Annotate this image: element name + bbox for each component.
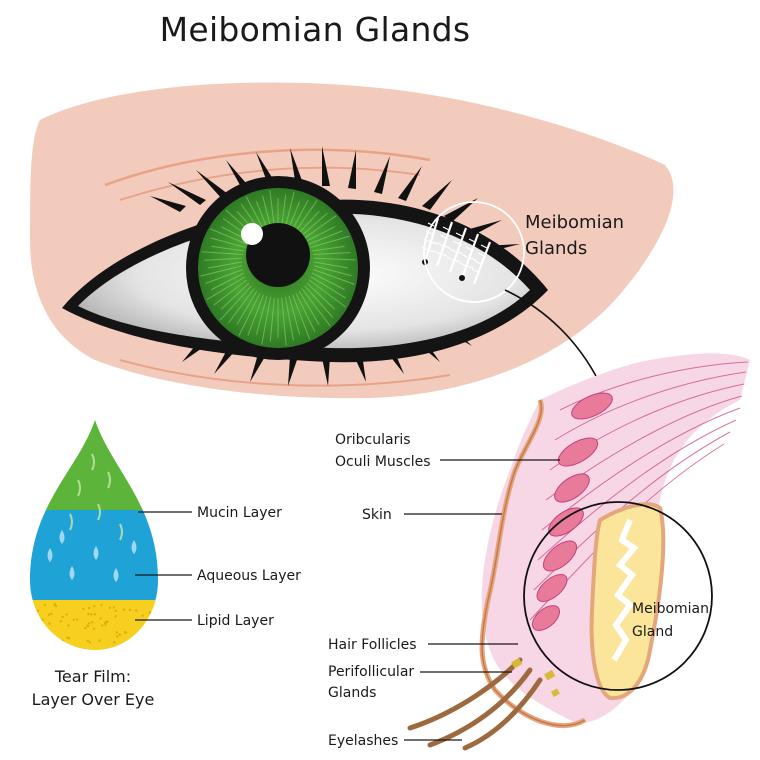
label-meibomian-glands-2: Glands [525, 238, 587, 259]
label-perifollicular-2: Glands [328, 685, 376, 701]
label-tear-film-2: Layer Over Eye [32, 690, 155, 709]
label-perifollicular-1: Perifollicular [328, 664, 414, 680]
eye-highlight [241, 223, 263, 245]
label-eyelashes: Eyelashes [328, 733, 398, 749]
eye-illustration [30, 82, 674, 399]
label-aqueous-layer: Aqueous Layer [197, 568, 301, 584]
pupil [246, 223, 310, 287]
tear-film-drop [30, 420, 158, 650]
page-title: Meibomian Glands [159, 10, 471, 49]
label-meibomian-glands-1: Meibomian [525, 212, 624, 233]
lipid-layer-band [30, 600, 158, 650]
label-lipid-layer: Lipid Layer [197, 613, 274, 629]
label-skin: Skin [362, 507, 392, 523]
label-mucin-layer: Mucin Layer [197, 505, 282, 521]
label-tear-film-1: Tear Film: [54, 667, 131, 686]
meibomian-gland-cluster [421, 217, 492, 285]
label-meibomian-gland-2: Gland [632, 624, 673, 640]
label-hair-follicles: Hair Follicles [328, 637, 416, 653]
eyelid-cross-section [407, 353, 750, 751]
label-orbicularis-1: Oribcularis [335, 432, 411, 448]
label-meibomian-gland-1: Meibomian [632, 601, 709, 617]
zoom-circle [523, 501, 713, 691]
mucin-layer-band [30, 420, 158, 510]
label-orbicularis-2: Oculi Muscles [335, 454, 431, 470]
leader-lines [135, 459, 560, 741]
gland-highlight-circle [423, 201, 525, 303]
